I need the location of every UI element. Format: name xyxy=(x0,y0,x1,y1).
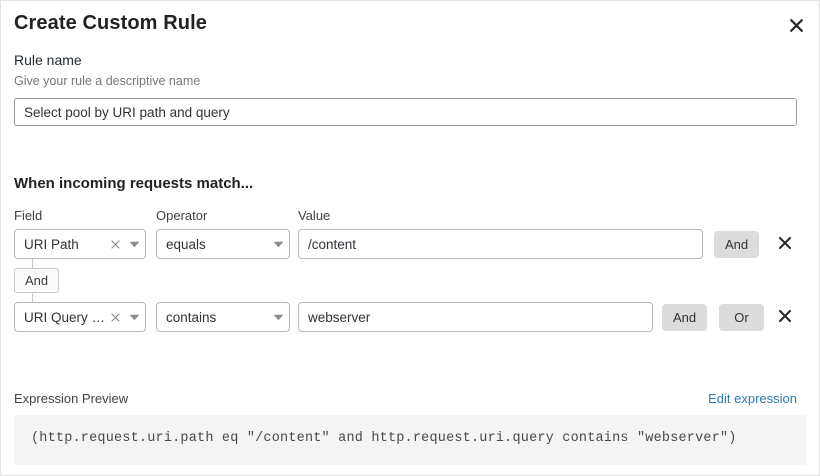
caret-down-glyph xyxy=(273,241,283,247)
expression-preview-code: (http.request.uri.path eq "/content" and… xyxy=(14,415,806,465)
clear-x-icon xyxy=(110,312,120,322)
delete-condition-button-2[interactable] xyxy=(776,307,794,325)
caret-down-glyph xyxy=(129,241,139,247)
clear-icon[interactable] xyxy=(107,230,123,258)
column-header-operator: Operator xyxy=(156,208,208,223)
expression-preview-header: Expression Preview Edit expression xyxy=(14,390,797,408)
operator-select-1[interactable]: equals xyxy=(156,229,290,259)
rule-name-hint: Give your rule a descriptive name xyxy=(14,74,201,88)
rule-name-block: Rule name Give your rule a descriptive n… xyxy=(14,51,797,126)
operator-select-1-value: equals xyxy=(166,236,206,252)
group-logic-badge-and[interactable]: And xyxy=(14,268,60,293)
field-select-1-value: URI Path xyxy=(24,236,79,252)
column-header-value: Value xyxy=(298,208,331,223)
expression-preview-label: Expression Preview xyxy=(14,391,129,406)
field-select-2[interactable]: URI Query St... xyxy=(14,302,146,332)
condition-row: URI Path equals And xyxy=(1,229,820,259)
operator-select-2-value: contains xyxy=(166,309,217,325)
value-input-2[interactable] xyxy=(298,302,653,332)
field-select-2-value: URI Query St... xyxy=(24,309,107,325)
delete-condition-button-1[interactable] xyxy=(776,234,794,252)
close-icon xyxy=(789,18,803,32)
column-header-field: Field xyxy=(14,208,43,223)
and-button-2[interactable]: And xyxy=(662,304,708,331)
conditions-section-title: When incoming requests match... xyxy=(14,175,254,192)
rule-name-label: Rule name xyxy=(14,52,82,68)
chevron-down-icon[interactable] xyxy=(123,303,145,331)
or-button-2[interactable]: Or xyxy=(719,304,764,331)
caret-down-glyph xyxy=(129,314,139,320)
operator-select-2[interactable]: contains xyxy=(156,302,290,332)
page-title: Create Custom Rule xyxy=(14,12,207,34)
delete-x-icon xyxy=(778,309,792,323)
chevron-down-icon[interactable] xyxy=(267,303,289,331)
condition-column-headers: Field Operator Value xyxy=(1,207,820,225)
clear-icon[interactable] xyxy=(107,303,123,331)
caret-down-glyph xyxy=(273,314,283,320)
and-button-1[interactable]: And xyxy=(714,231,760,258)
chevron-down-icon[interactable] xyxy=(267,230,289,258)
field-select-1[interactable]: URI Path xyxy=(14,229,146,259)
delete-x-icon xyxy=(778,236,792,250)
edit-expression-link[interactable]: Edit expression xyxy=(708,391,797,406)
clear-x-icon xyxy=(110,239,120,249)
chevron-down-icon[interactable] xyxy=(123,230,145,258)
value-input-1[interactable] xyxy=(298,229,703,259)
condition-row: URI Query St... contains And Or xyxy=(1,302,820,332)
close-button[interactable] xyxy=(786,15,806,35)
dialog-header: Create Custom Rule xyxy=(14,9,806,43)
rule-name-input[interactable] xyxy=(14,98,797,126)
